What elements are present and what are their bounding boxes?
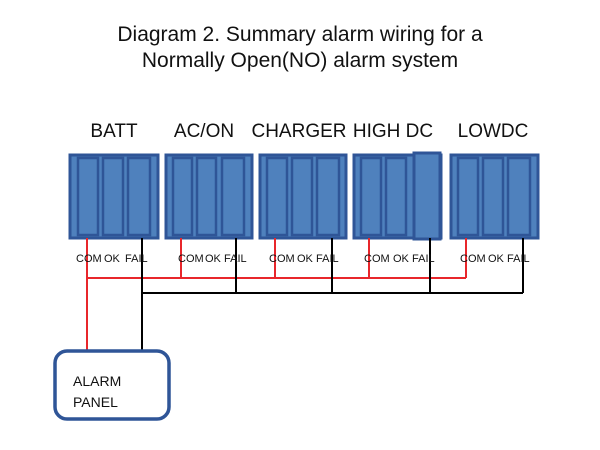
title-line-1: Diagram 2. Summary alarm wiring for a bbox=[117, 23, 483, 46]
alarm-panel-label-line-1: ALARM bbox=[73, 373, 121, 389]
terminal-ok-batt: OK bbox=[104, 253, 121, 265]
module-label-batt: BATT bbox=[90, 121, 138, 142]
terminal-ok-low-dc: OK bbox=[488, 253, 505, 265]
title-line-2: Normally Open(NO) alarm system bbox=[141, 49, 459, 72]
terminal-fail-high-dc: FAIL bbox=[412, 253, 435, 265]
terminal-com-ac-on: COM bbox=[178, 253, 204, 265]
module-label-charger: CHARGER bbox=[251, 121, 346, 142]
terminal-com-charger: COM bbox=[269, 253, 295, 265]
terminal-com-high-dc: COM bbox=[364, 253, 390, 265]
module-low-dc bbox=[449, 153, 540, 240]
terminal-fail-batt: FAIL bbox=[125, 253, 148, 265]
module-batt bbox=[68, 153, 160, 240]
terminal-fail-ac-on: FAIL bbox=[224, 253, 247, 265]
module-high-dc bbox=[352, 151, 443, 241]
diagram-title: Diagram 2. Summary alarm wiring for a No… bbox=[0, 22, 600, 74]
module-label-low-dc: LOWDC bbox=[458, 121, 529, 142]
com-wiring bbox=[86, 238, 467, 351]
alarm-panel: ALARM PANEL bbox=[53, 349, 171, 421]
module-label-ac-on: AC/ON bbox=[174, 121, 234, 142]
terminal-fail-charger: FAIL bbox=[316, 253, 339, 265]
terminal-fail-low-dc: FAIL bbox=[507, 253, 530, 265]
module-label-high-dc: HIGH DC bbox=[353, 121, 433, 142]
alarm-panel-label-line-2: PANEL bbox=[73, 394, 118, 410]
terminal-ok-charger: OK bbox=[297, 253, 314, 265]
terminal-ok-high-dc: OK bbox=[393, 253, 410, 265]
module-ac-on bbox=[164, 153, 254, 240]
fail-wiring bbox=[141, 238, 524, 351]
terminal-com-batt: COM bbox=[76, 253, 102, 265]
terminal-com-low-dc: COM bbox=[460, 253, 486, 265]
terminal-ok-ac-on: OK bbox=[205, 253, 222, 265]
module-charger bbox=[258, 153, 348, 240]
